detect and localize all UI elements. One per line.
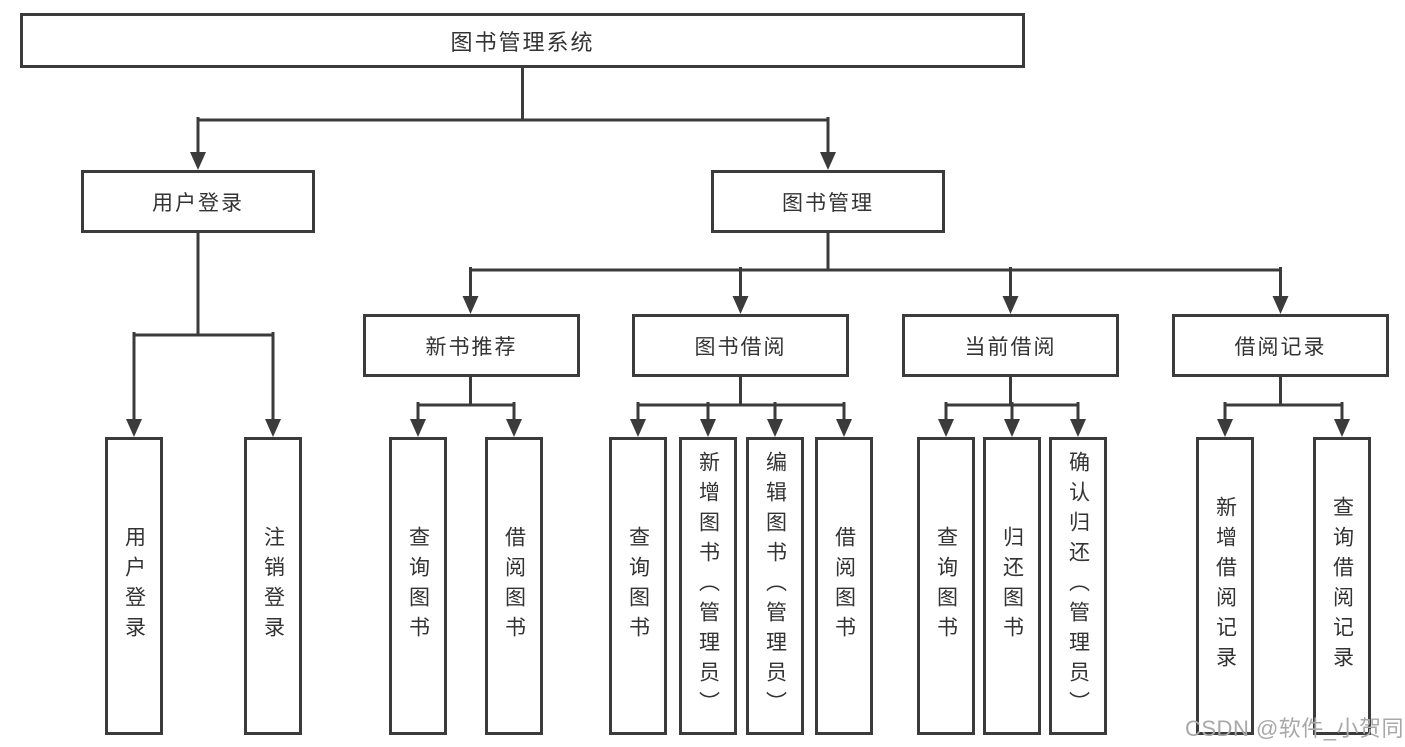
node-return-books-leaf: 归还图书	[983, 437, 1041, 735]
node-library-management-system: 图书管理系统	[20, 13, 1025, 68]
node-label: 注销登录	[261, 526, 285, 646]
node-label: 借阅图书	[502, 526, 526, 646]
node-borrow-books-leaf: 借阅图书	[815, 437, 873, 735]
node-label: 用户登录	[152, 191, 244, 215]
node-label: 用户登录	[122, 526, 146, 646]
arrowheads	[126, 152, 1350, 437]
node-add-books-admin-leaf: 新增图书（管理员）	[679, 437, 737, 735]
node-label: 新增借阅记录	[1213, 496, 1237, 676]
node-add-borrow-record-leaf: 新增借阅记录	[1196, 437, 1254, 735]
node-borrow-records: 借阅记录	[1172, 314, 1389, 377]
node-label: 图书管理系统	[450, 29, 595, 55]
node-new-book-recommend: 新书推荐	[363, 314, 580, 377]
node-label: 编辑图书（管理员）	[763, 451, 787, 721]
node-label: 查询借阅记录	[1330, 496, 1354, 676]
node-user-login: 用户登录	[81, 170, 315, 233]
node-label: 查询图书	[406, 526, 430, 646]
node-logout-leaf: 注销登录	[244, 437, 302, 735]
node-label: 图书管理	[782, 191, 874, 215]
node-book-borrow: 图书借阅	[632, 314, 849, 377]
node-label: 图书借阅	[694, 335, 787, 359]
node-confirm-return-admin-leaf: 确认归还（管理员）	[1049, 437, 1107, 735]
node-label: 查询图书	[934, 526, 958, 646]
node-label: 借阅图书	[832, 526, 856, 646]
node-edit-books-admin-leaf: 编辑图书（管理员）	[746, 437, 804, 735]
node-query-borrow-record-leaf: 查询借阅记录	[1313, 437, 1371, 735]
node-label: 当前借阅	[964, 335, 1057, 359]
node-query-books-leaf: 查询图书	[389, 437, 447, 735]
csdn-watermark: CSDN @软件_小贺同学	[1185, 716, 1405, 741]
node-label: 确认归还（管理员）	[1066, 451, 1090, 721]
node-label: 查询图书	[626, 526, 650, 646]
node-label: 新书推荐	[425, 335, 518, 359]
node-query-books-leaf: 查询图书	[917, 437, 975, 735]
node-label: 借阅记录	[1234, 335, 1327, 359]
node-label: 归还图书	[1000, 526, 1024, 646]
node-borrow-books-leaf: 借阅图书	[485, 437, 543, 735]
node-book-management: 图书管理	[711, 170, 945, 233]
node-query-books-leaf: 查询图书	[609, 437, 667, 735]
node-current-borrow: 当前借阅	[902, 314, 1119, 377]
node-label: 新增图书（管理员）	[696, 451, 720, 721]
node-user-login-leaf: 用户登录	[105, 437, 163, 735]
